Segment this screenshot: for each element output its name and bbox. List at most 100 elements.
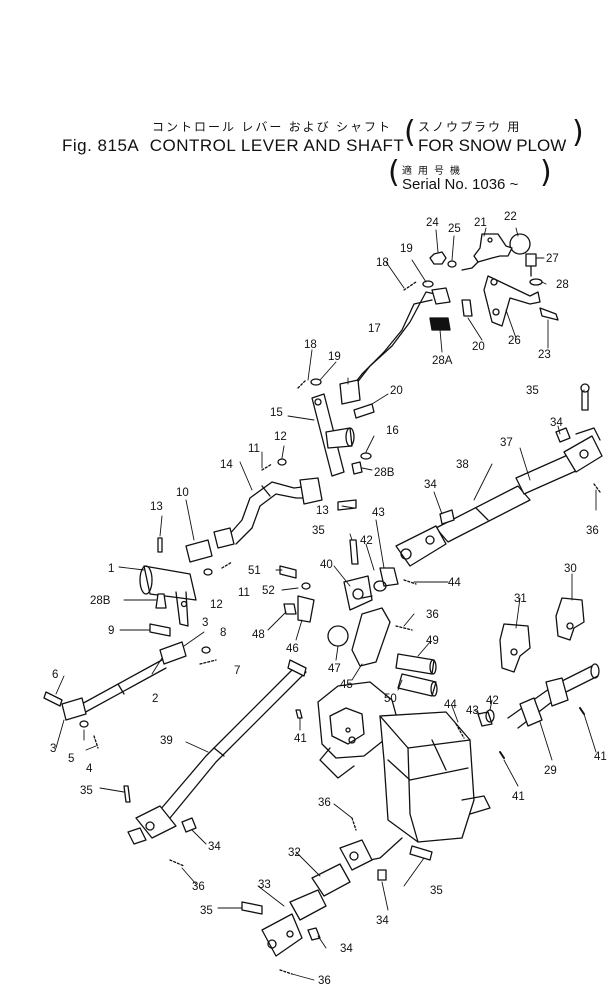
nut-part-43-center <box>379 567 399 587</box>
label-part-9: 9 <box>108 625 114 637</box>
japanese-subtitle: スノウプラウ 用 <box>418 118 521 135</box>
key-part-41-lower <box>499 751 505 759</box>
pin-part-35-lower <box>241 901 263 915</box>
label-part-33: 33 <box>258 879 271 891</box>
key-part-41-shaft <box>295 709 303 719</box>
pin-part-35-left <box>123 785 131 803</box>
label-part-12-lower: 12 <box>210 599 223 611</box>
spring-pin-part-36-center <box>395 625 413 631</box>
label-part-26: 26 <box>508 335 521 347</box>
figure-title: Fig. 815A CONTROL LEVER AND SHAFT <box>62 136 404 156</box>
label-part-34-lower: 34 <box>340 943 353 955</box>
clevis-part-3-upper <box>159 641 187 665</box>
figure-title-text: CONTROL LEVER AND SHAFT <box>149 136 405 155</box>
label-part-34-ujoint: 34 <box>208 841 221 853</box>
label-part-18-upper: 18 <box>376 257 389 269</box>
leader-lines <box>55 227 597 981</box>
label-part-19-lower: 19 <box>328 351 341 363</box>
label-part-10: 10 <box>176 487 189 499</box>
label-part-35-left: 35 <box>80 785 93 797</box>
label-part-23: 23 <box>538 349 551 361</box>
label-part-39: 39 <box>160 735 173 747</box>
label-part-8: 8 <box>220 627 226 639</box>
label-part-21: 21 <box>474 217 487 229</box>
label-part-25: 25 <box>448 223 461 235</box>
label-part-12-upper: 12 <box>274 431 287 443</box>
washer-part-5 <box>79 720 89 728</box>
label-part-35-upper: 35 <box>526 385 539 397</box>
label-part-49: 49 <box>426 635 439 647</box>
lever-part-40 <box>343 575 373 611</box>
washer-part-42-ring <box>373 580 387 592</box>
bolt-part-34-ujoint <box>181 817 197 833</box>
label-part-20-upper: 20 <box>472 341 485 353</box>
label-part-22: 22 <box>504 211 517 223</box>
label-part-16: 16 <box>386 425 399 437</box>
japanese-title: コントロール レバー および シャフト <box>152 118 392 135</box>
label-part-35-lower: 35 <box>200 905 213 917</box>
washer-part-19-lower <box>310 378 322 386</box>
bolt-part-34-housing <box>377 869 387 881</box>
cotter-pin-part-4 <box>93 735 99 749</box>
label-part-35-housing: 35 <box>430 885 443 897</box>
label-part-27: 27 <box>546 253 559 265</box>
label-part-7: 7 <box>234 665 240 677</box>
bracket-part-30 <box>555 597 585 641</box>
label-part-43-center: 43 <box>372 507 385 519</box>
label-part-45: 45 <box>340 679 353 691</box>
universal-joint-38 <box>395 525 447 567</box>
label-part-51: 51 <box>248 565 261 577</box>
label-part-41-right: 41 <box>594 751 607 763</box>
japanese-subtitle-text: スノウプラウ 用 <box>418 120 522 134</box>
label-part-42-center: 42 <box>360 535 373 547</box>
gearbox-housing <box>317 681 491 863</box>
clevis-part-3-lower <box>61 697 87 721</box>
pin-part-35-center <box>349 539 359 565</box>
spring-pin-part-36-left <box>169 859 185 867</box>
shaft-part-39 <box>159 659 307 819</box>
label-part-28b-lower: 28B <box>90 595 111 607</box>
washer-part-25 <box>447 260 457 268</box>
label-part-32: 32 <box>288 847 301 859</box>
label-part-28: 28 <box>556 279 569 291</box>
bolt-part-27 <box>525 253 537 277</box>
label-part-24: 24 <box>426 217 439 229</box>
universal-joint-39 <box>127 805 177 845</box>
bolt-part-13-left <box>157 537 163 553</box>
label-part-37: 37 <box>500 437 513 449</box>
bolt-part-9 <box>149 623 171 637</box>
washer-part-19-upper <box>422 280 434 288</box>
washer-part-28 <box>529 278 543 286</box>
bolt-part-34-upper <box>555 427 571 443</box>
label-part-15: 15 <box>270 407 283 419</box>
clevis-part-10 <box>185 539 213 563</box>
bracket-part-26 <box>483 275 541 327</box>
bracket-part-31 <box>499 623 531 673</box>
washer-part-52 <box>301 582 311 590</box>
label-part-28b-upper: 28B <box>374 467 395 479</box>
bolt-part-13-upper <box>337 499 357 511</box>
pin-part-49 <box>395 653 437 675</box>
cotter-pin-part-18-upper <box>403 281 417 291</box>
figure-number: Fig. 815A <box>62 136 140 155</box>
applicability-label: 適用号機 <box>402 162 466 177</box>
bracket-part-46 <box>297 595 315 623</box>
label-part-43-right: 43 <box>466 705 479 717</box>
label-part-36-left: 36 <box>192 881 205 893</box>
bolt-part-34-lower <box>307 927 321 941</box>
cotter-pin-part-44-center <box>403 579 417 585</box>
label-part-31: 31 <box>514 593 527 605</box>
bent-rod-part-14 <box>213 477 323 549</box>
label-part-3-upper: 3 <box>202 617 208 629</box>
cotter-pin-part-18-lower <box>297 379 307 389</box>
label-part-18-lower: 18 <box>304 339 317 351</box>
upper-lever-part <box>461 233 513 271</box>
lever-part-45 <box>351 607 391 667</box>
bolt-part-23 <box>539 307 559 321</box>
label-part-4: 4 <box>86 763 93 775</box>
label-part-17: 17 <box>368 323 381 335</box>
label-part-3-lower: 3 <box>50 743 56 755</box>
serial-number-text: Serial No. 1036 ~ <box>402 176 519 193</box>
